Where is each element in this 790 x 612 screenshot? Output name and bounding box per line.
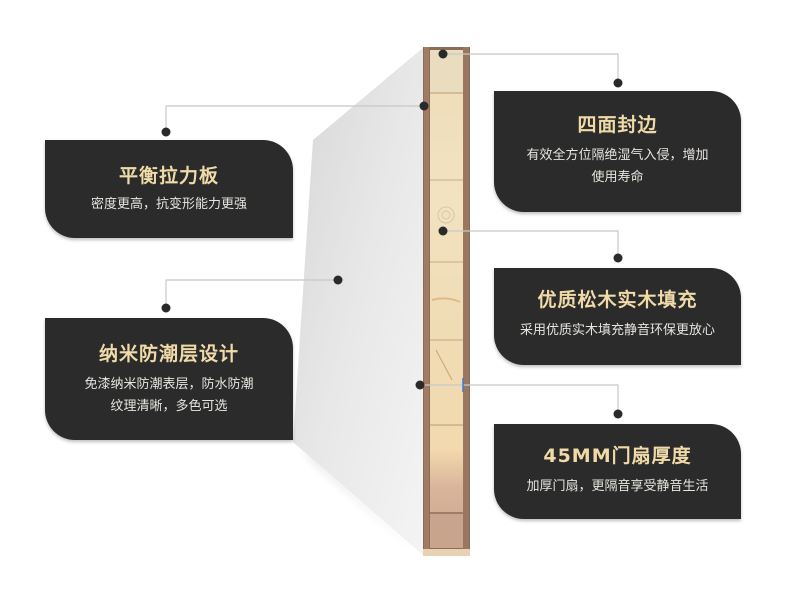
feature-title: 四面封边: [577, 114, 658, 136]
feature-title: 优质松木实木填充: [537, 289, 698, 311]
feature-card-pine-core: 优质松木实木填充 采用优质实木填充静音环保更放心: [494, 268, 741, 365]
dot-balance-board-origin: [419, 101, 429, 111]
dot-thickness-origin: [415, 380, 425, 390]
dot-thickness-card: [613, 409, 623, 419]
feature-title: 平衡拉力板: [118, 165, 219, 187]
feature-desc: 采用优质实木填充静音环保更放心: [519, 323, 715, 338]
veneer-left: [424, 47, 429, 556]
feature-desc-line-1: 有效全方位隔绝湿气入侵，增加: [526, 148, 709, 163]
balance-board-layer: [430, 50, 463, 92]
feature-card-nano-moisture: 纳米防潮层设计 免漆纳米防潮表层，防水防潮 纹理清晰，多色可选: [45, 318, 293, 440]
dot-pine-card: [613, 253, 623, 263]
bottom-block: [430, 514, 463, 548]
veneer-right: [463, 47, 469, 556]
dot-balance-board-card: [161, 127, 171, 137]
feature-card-thickness: 45MM门扇厚度 加厚门扇，更隔音享受静音生活: [494, 424, 741, 519]
dot-pine-origin: [438, 226, 448, 236]
feature-desc-line-2: 使用寿命: [591, 170, 644, 185]
connector-lines: [165, 53, 619, 414]
dot-edge-card: [613, 78, 623, 88]
feature-card-balance-board: 平衡拉力板 密度更高，抗变形能力更强: [45, 140, 293, 238]
feature-desc-line-1: 免漆纳米防潮表层，防水防潮: [84, 377, 254, 392]
bottom-edge-band: [423, 549, 470, 556]
feature-title: 纳米防潮层设计: [98, 343, 239, 365]
feature-desc: 加厚门扇，更隔音享受静音生活: [526, 479, 709, 494]
dot-nano-origin: [333, 275, 343, 285]
door-panel-face: [293, 47, 424, 556]
feature-card-four-side-edge: 四面封边 有效全方位隔绝湿气入侵，增加 使用寿命: [494, 91, 741, 212]
feature-desc: 密度更高，抗变形能力更强: [90, 197, 247, 212]
dot-nano-card: [161, 303, 171, 313]
dot-edge-origin: [438, 49, 448, 59]
feature-desc-line-2: 纹理清晰，多色可选: [110, 399, 228, 414]
feature-title: 45MM门扇厚度: [543, 445, 692, 467]
